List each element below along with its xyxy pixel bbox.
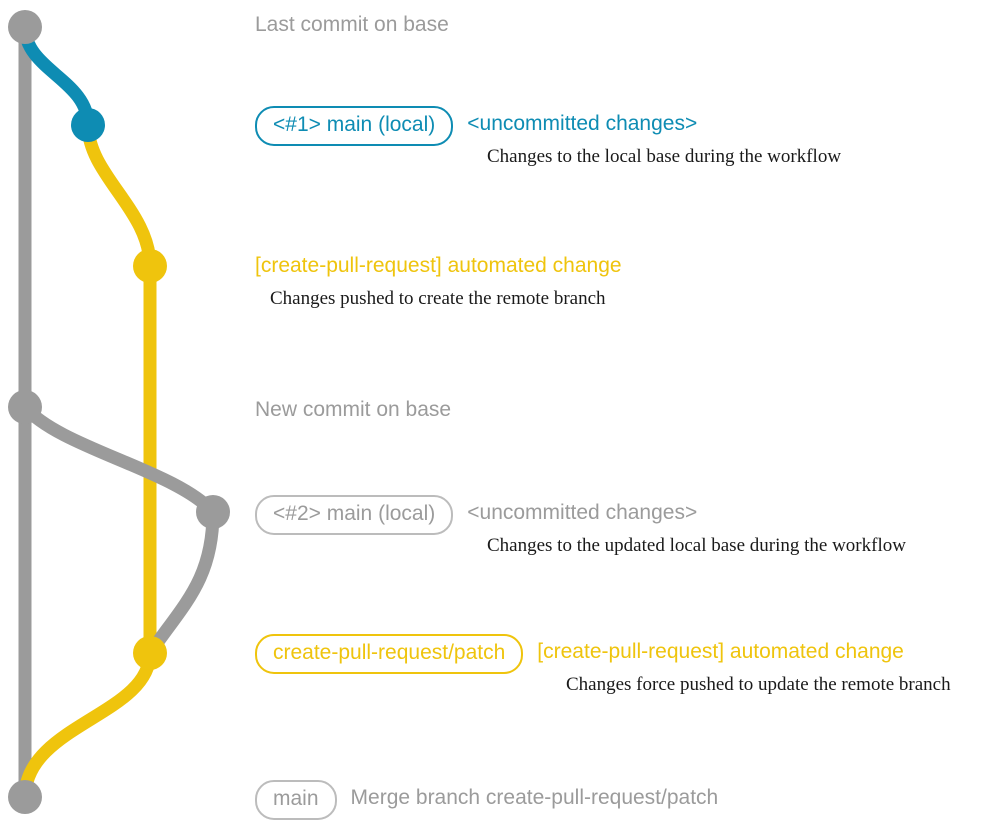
commit-row-local-uncommitted-1: <#1> main (local) <uncommitted changes> [255,106,697,146]
commit-subject: [create-pull-request] automated change [537,640,904,663]
commit-row-new-commit-on-base: New commit on base [255,397,451,423]
branch-tag-main[interactable]: main [255,780,337,820]
commit-row-local-uncommitted-2: <#2> main (local) <uncommitted changes> [255,495,697,535]
branch-tag-main-local-1[interactable]: <#1> main (local) [255,106,454,146]
commit-note-local-uncommitted-1: Changes to the local base during the wor… [487,146,842,167]
branch-tag-create-pull-request-patch[interactable]: create-pull-request/patch [255,634,524,674]
commit-node-merge-commit [8,780,42,814]
edge-local-2-to-patch-2 [143,505,220,660]
commit-row-automated-change-2: create-pull-request/patch [create-pull-r… [255,634,904,674]
commit-node-automated-change-1 [133,249,167,283]
edge-local-1-to-patch-1 [81,118,157,273]
commit-note-automated-change-2: Changes force pushed to update the remot… [566,674,951,695]
commit-node-local-uncommitted-2 [196,495,230,529]
commit-row-last-commit-on-base: Last commit on base [255,12,449,38]
commit-subject: Last commit on base [255,13,449,36]
commit-subject: <uncommitted changes> [467,501,698,524]
branch-tag-main-local-2[interactable]: <#2> main (local) [255,495,454,535]
edge-base-to-local-1 [18,20,95,132]
commit-subject: New commit on base [255,398,452,421]
commit-node-new-commit-on-base [8,390,42,424]
commit-subject: [create-pull-request] automated change [255,254,622,277]
edge-patch-2-to-merge [18,646,157,804]
commit-row-merge-commit: main Merge branch create-pull-request/pa… [255,780,718,820]
commit-node-local-uncommitted-1 [71,108,105,142]
commit-node-last-commit-on-base [8,10,42,44]
commit-note-automated-change-1: Changes pushed to create the remote bran… [270,288,606,309]
commit-node-automated-change-2 [133,636,167,670]
edge-base-to-local-2 [18,400,220,519]
commit-subject: <uncommitted changes> [467,112,698,135]
commit-row-automated-change-1: [create-pull-request] automated change [255,253,622,279]
commit-note-local-uncommitted-2: Changes to the updated local base during… [487,535,906,556]
commit-subject: Merge branch create-pull-request/patch [350,786,719,809]
